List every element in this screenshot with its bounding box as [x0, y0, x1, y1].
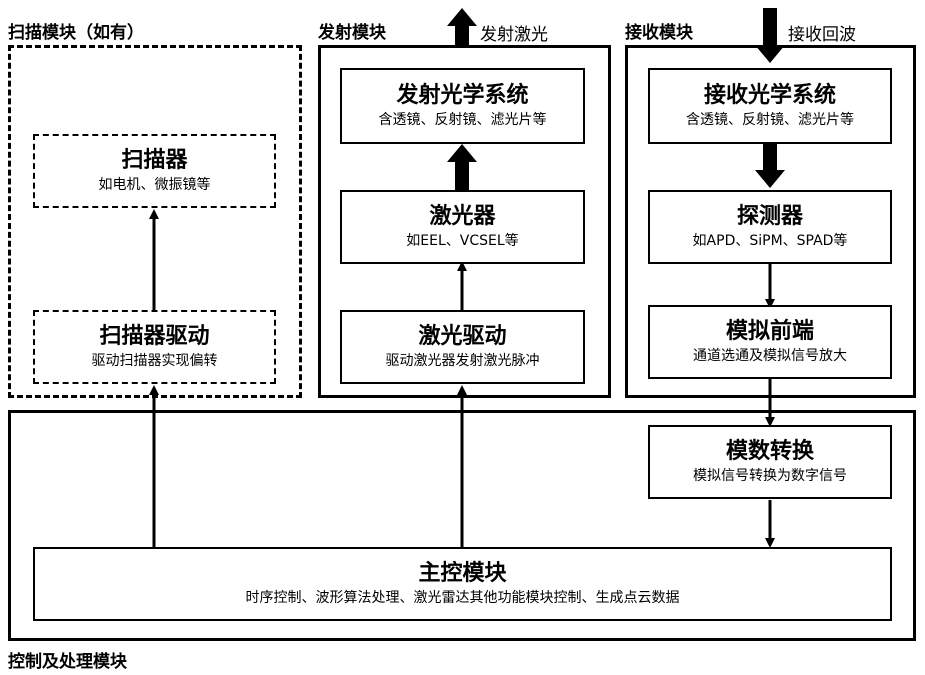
control-module-label: 控制及处理模块 [8, 652, 127, 672]
main-control-title: 主控模块 [418, 561, 507, 586]
scanner-title: 扫描器 [121, 148, 188, 173]
transmit-output-label: 发射激光 [480, 25, 548, 45]
laser-driver-title: 激光驱动 [418, 324, 507, 349]
laser-box: 激光器 如EEL、VCSEL等 [340, 190, 585, 264]
scan-module-label: 扫描模块（如有） [8, 23, 144, 43]
receive-optics-title: 接收光学系统 [703, 83, 836, 108]
laser-to-optics-arrow [447, 144, 477, 190]
transmit-optics-subtitle: 含透镜、反射镜、滤光片等 [378, 112, 547, 128]
main-control-box: 主控模块 时序控制、波形算法处理、激光雷达其他功能模块控制、生成点云数据 [33, 547, 892, 621]
scanner-driver-box: 扫描器驱动 驱动扫描器实现偏转 [33, 310, 276, 384]
transmit-module-frame [318, 45, 611, 398]
adc-box: 模数转换 模拟信号转换为数字信号 [648, 425, 892, 499]
transmit-optics-title: 发射光学系统 [396, 83, 529, 108]
detector-box: 探测器 如APD、SiPM、SPAD等 [648, 190, 892, 264]
receive-module-label: 接收模块 [625, 23, 693, 43]
receive-optics-box: 接收光学系统 含透镜、反射镜、滤光片等 [648, 68, 892, 144]
transmit-module-label: 发射模块 [318, 23, 386, 43]
laser-title: 激光器 [429, 204, 496, 229]
scanner-driver-subtitle: 驱动扫描器实现偏转 [91, 353, 218, 369]
scanner-subtitle: 如电机、微振镜等 [98, 177, 211, 193]
scanner-driver-title: 扫描器驱动 [99, 324, 210, 349]
adc-title: 模数转换 [725, 439, 814, 464]
receive-optics-subtitle: 含透镜、反射镜、滤光片等 [686, 112, 854, 128]
optics-to-detector-arrow [755, 144, 785, 188]
receive-input-label: 接收回波 [788, 25, 856, 45]
analog-frontend-title: 模拟前端 [725, 319, 814, 344]
main-control-subtitle: 时序控制、波形算法处理、激光雷达其他功能模块控制、生成点云数据 [245, 590, 680, 606]
analog-frontend-box: 模拟前端 通道选通及模拟信号放大 [648, 305, 892, 379]
detector-subtitle: 如APD、SiPM、SPAD等 [692, 233, 848, 249]
receive-input-arrow [755, 8, 785, 63]
scanner-box: 扫描器 如电机、微振镜等 [33, 134, 276, 208]
laser-driver-box: 激光驱动 驱动激光器发射激光脉冲 [340, 310, 585, 384]
detector-title: 探测器 [736, 204, 803, 229]
transmit-optics-box: 发射光学系统 含透镜、反射镜、滤光片等 [340, 68, 585, 144]
laser-driver-subtitle: 驱动激光器发射激光脉冲 [385, 353, 540, 369]
analog-frontend-subtitle: 通道选通及模拟信号放大 [693, 348, 847, 364]
transmit-output-arrow [447, 8, 477, 45]
laser-subtitle: 如EEL、VCSEL等 [406, 233, 519, 249]
adc-subtitle: 模拟信号转换为数字信号 [693, 468, 847, 484]
